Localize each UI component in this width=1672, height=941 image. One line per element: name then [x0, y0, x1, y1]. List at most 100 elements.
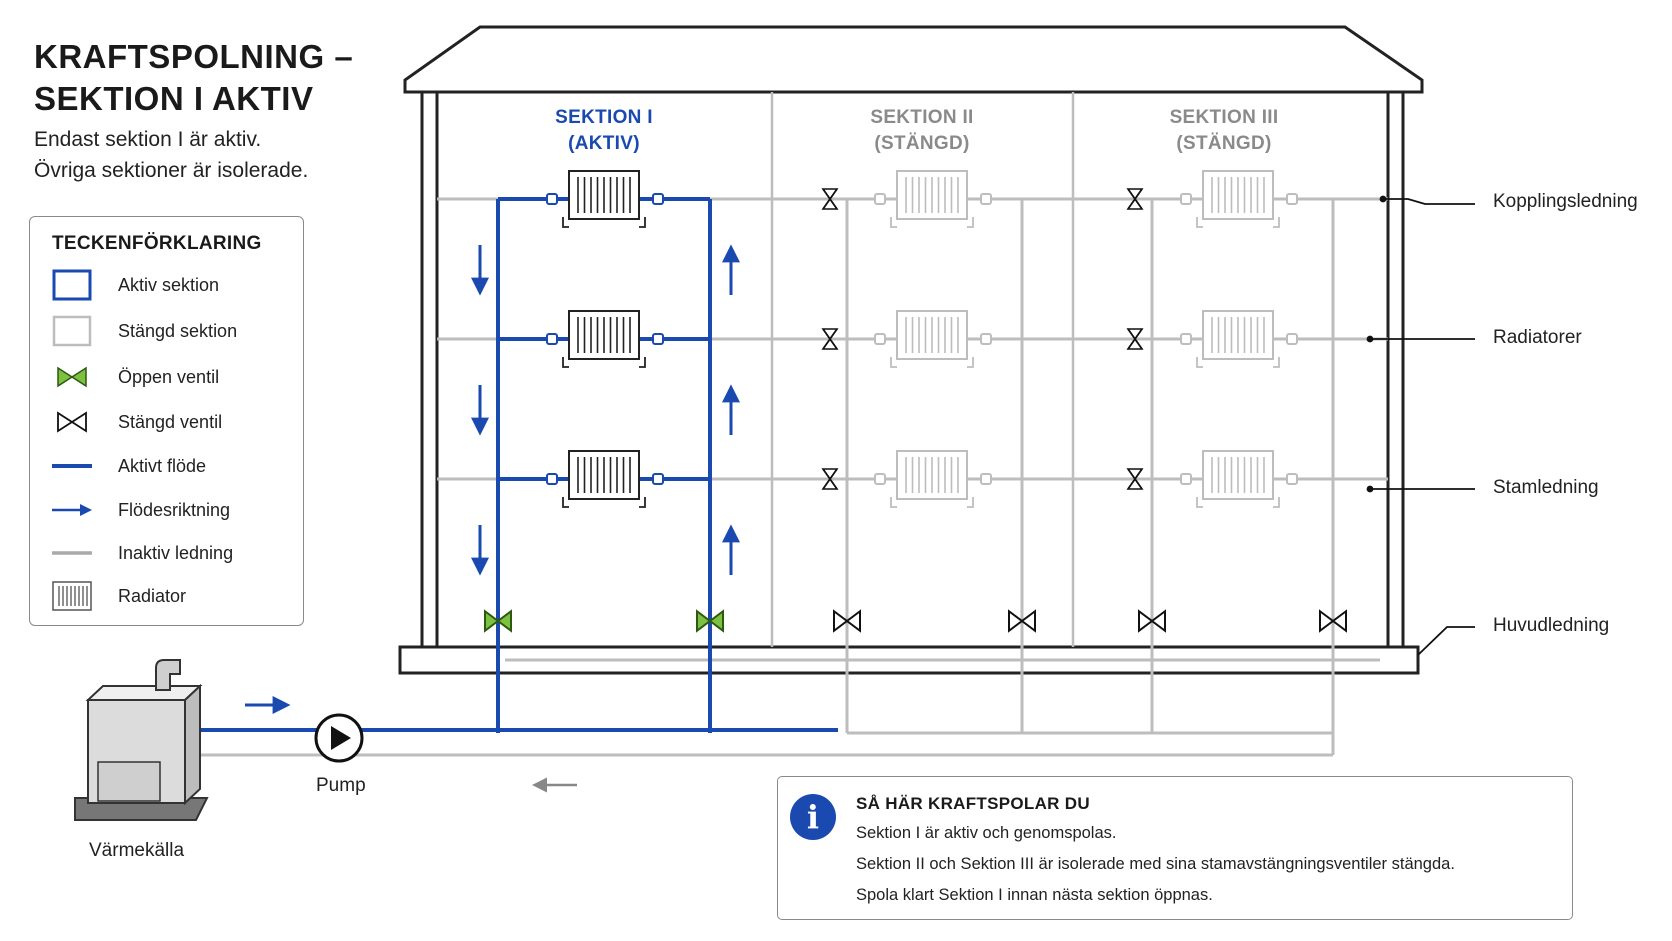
closed-section-box-icon — [52, 315, 92, 347]
section-status: (AKTIV) — [568, 133, 640, 154]
section-label-3: SEKTION III (STÄNGD) — [1124, 105, 1324, 157]
fitting-icon — [652, 473, 664, 485]
info-icon: i — [790, 794, 836, 840]
closed-valve-icon — [821, 328, 839, 350]
legend-label: Inaktiv ledning — [118, 543, 234, 563]
callout-main-pipe: Huvudledning — [1493, 615, 1610, 636]
fitting-icon — [1180, 473, 1192, 485]
flow-arrow-icon — [52, 504, 92, 516]
legend-title: TECKENFÖRKLARING — [52, 233, 262, 254]
section-status: (STÄNGD) — [874, 133, 970, 154]
closed-valve-icon — [821, 188, 839, 210]
fitting-icon — [1180, 193, 1192, 205]
active-radiators — [546, 170, 664, 508]
legend-label: Radiator — [118, 586, 187, 606]
legend-item-radiator: Radiator — [30, 579, 300, 613]
fitting-icon — [1286, 473, 1298, 485]
pump-icon — [314, 713, 364, 763]
radiator-icon — [52, 581, 92, 611]
legend-item-inactive-pipe: Inaktiv ledning — [30, 536, 300, 570]
callout-lines — [1366, 195, 1475, 656]
radiator-icon — [1180, 170, 1298, 228]
closed-valve-icon — [833, 609, 861, 633]
fitting-icon — [1286, 193, 1298, 205]
radiator-icon — [1180, 310, 1298, 368]
heat-source-icon — [74, 659, 209, 821]
subtitle-line-1: Endast sektion I är aktiv. — [34, 128, 262, 151]
valves — [484, 188, 1347, 633]
fitting-icon — [980, 473, 992, 485]
heat-source-label: Värmekälla — [89, 840, 185, 861]
section-name: SEKTION II — [870, 107, 974, 128]
inactive-line-icon — [52, 551, 92, 555]
legend: TECKENFÖRKLARING Aktiv sektion Stängd se… — [29, 216, 304, 626]
legend-item-open-valve: Öppen ventil — [30, 360, 300, 394]
fitting-icon — [874, 333, 886, 345]
section-label-1: SEKTION I (AKTIV) — [504, 105, 704, 157]
fitting-icon — [546, 193, 558, 205]
radiator-icon — [874, 310, 992, 368]
closed-valve-icon — [1008, 609, 1036, 633]
info-line: Sektion I är aktiv och genomspolas. — [856, 824, 1117, 842]
radiator-icon — [546, 310, 664, 368]
legend-label: Flödesriktning — [118, 500, 231, 520]
subtitle: Endast sektion I är aktiv. Övriga sektio… — [34, 124, 308, 186]
legend-label: Aktiv sektion — [118, 275, 220, 295]
legend-item-closed-section: Stängd sektion — [30, 314, 300, 348]
closed-valve-icon — [57, 411, 87, 433]
legend-label: Stängd ventil — [118, 412, 223, 432]
callout-radiators: Radiatorer — [1493, 327, 1582, 348]
fitting-icon — [546, 473, 558, 485]
fitting-icon — [874, 473, 886, 485]
fitting-icon — [980, 193, 992, 205]
closed-valve-icon — [1319, 609, 1347, 633]
section-name: SEKTION III — [1169, 107, 1279, 128]
closed-valve-icon — [1126, 328, 1144, 350]
active-section-box-icon — [52, 269, 92, 301]
legend-label: Aktivt flöde — [118, 456, 207, 476]
fitting-icon — [1180, 333, 1192, 345]
section-label-2: SEKTION II (STÄNGD) — [822, 105, 1022, 157]
radiator-icon — [1180, 450, 1298, 508]
title-line-1: KRAFTSPOLNING – — [34, 38, 354, 75]
legend-label: Stängd sektion — [118, 321, 238, 341]
section-status: (STÄNGD) — [1176, 133, 1272, 154]
radiator-icon — [874, 450, 992, 508]
legend-item-flow-direction: Flödesriktning — [30, 493, 300, 527]
open-valve-icon — [696, 609, 724, 633]
closed-valve-icon — [1126, 468, 1144, 490]
title-line-2: SEKTION I AKTIV — [34, 80, 314, 117]
closed-valve-icon — [821, 468, 839, 490]
fitting-icon — [546, 333, 558, 345]
info-box: i SÅ HÄR KRAFTSPOLAR DU Sektion I är akt… — [777, 776, 1573, 920]
legend-item-active-flow: Aktivt flöde — [30, 449, 300, 483]
open-valve-icon — [484, 609, 512, 633]
fitting-icon — [652, 333, 664, 345]
callout-riser: Stamledning — [1493, 477, 1599, 498]
info-line: Spola klart Sektion I innan nästa sektio… — [856, 886, 1213, 904]
inactive-radiators — [874, 170, 1298, 508]
closed-valve-icon — [1126, 188, 1144, 210]
legend-item-active-section: Aktiv sektion — [30, 268, 300, 302]
radiator-icon — [874, 170, 992, 228]
radiator-icon — [546, 450, 664, 508]
page-title: KRAFTSPOLNING – SEKTION I AKTIV — [34, 36, 353, 120]
section-dividers — [770, 92, 1075, 647]
pump-label: Pump — [316, 775, 366, 796]
legend-label: Öppen ventil — [118, 367, 220, 387]
section-name: SEKTION I — [555, 107, 653, 128]
info-line: Sektion II och Sektion III är isolerade … — [856, 855, 1455, 873]
radiator-icon — [546, 170, 664, 228]
closed-valve-icon — [1138, 609, 1166, 633]
info-title: SÅ HÄR KRAFTSPOLAR DU — [856, 794, 1090, 813]
open-valve-icon — [57, 366, 87, 388]
fitting-icon — [874, 193, 886, 205]
callout-coupling-pipe: Kopplingsledning — [1493, 191, 1638, 212]
fitting-icon — [980, 333, 992, 345]
fitting-icon — [652, 193, 664, 205]
active-flow-line-icon — [52, 464, 92, 468]
fitting-icon — [1286, 333, 1298, 345]
legend-item-closed-valve: Stängd ventil — [30, 405, 300, 439]
flow-arrows — [245, 244, 740, 714]
